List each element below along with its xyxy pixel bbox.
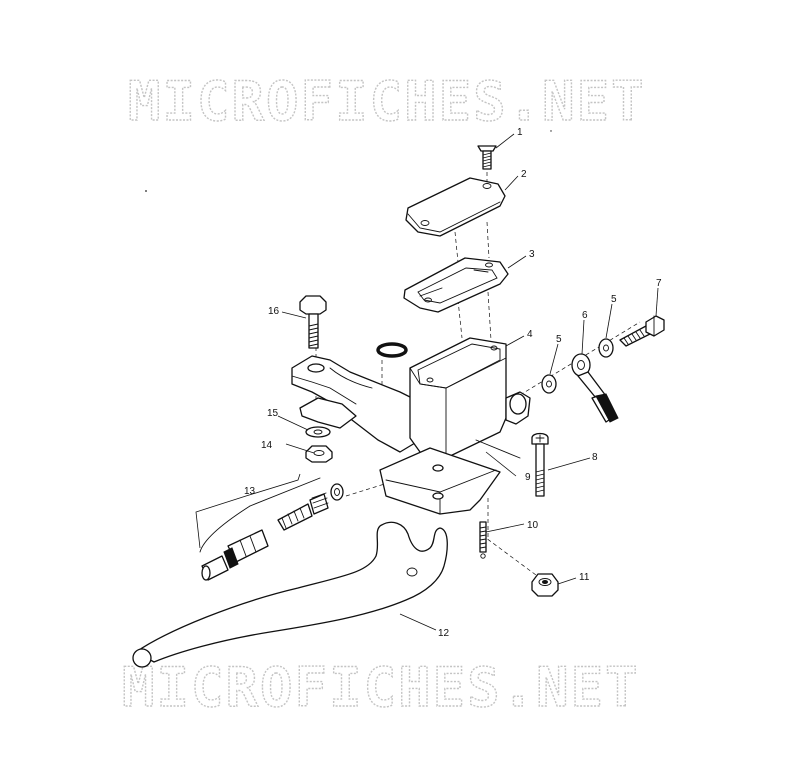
callout-3: 3: [529, 249, 535, 260]
part-1-screw: [477, 145, 497, 170]
clamp-body: [291, 355, 421, 453]
o-ring: [376, 342, 408, 358]
part-12-lever: [132, 521, 448, 668]
part-10-pin: [479, 521, 487, 559]
callout-2: 2: [521, 169, 527, 180]
watermark-bottom: MICROFICHES.NET: [122, 656, 640, 719]
part-7-banjo-bolt: [619, 315, 665, 347]
part-5-washer-left: [541, 374, 557, 394]
callout-16: 16: [268, 306, 280, 317]
leader-lines: [277, 133, 659, 631]
callout-8: 8: [592, 452, 598, 463]
part-2-cover: [405, 177, 506, 237]
callout-14: 14: [261, 440, 273, 451]
part-16-bolt: [299, 295, 327, 349]
callouts: 1 2 3 4 5 6 5 7 8 9 10 11 12 13 14 15 16: [244, 127, 662, 639]
part-3-gasket: [403, 257, 509, 313]
callout-13: 13: [244, 486, 256, 497]
part-15-washer: [305, 426, 331, 438]
part-5-washer-right: [598, 338, 614, 358]
callout-4: 4: [527, 329, 533, 340]
callout-11: 11: [579, 572, 590, 583]
part-4-reservoir: [409, 337, 531, 459]
part-6-banjo: [571, 353, 619, 423]
callout-5b: 5: [611, 294, 617, 305]
part-8-screw: [531, 432, 549, 497]
callout-6: 6: [582, 310, 588, 321]
part-13-bracket: [195, 473, 301, 549]
callout-12: 12: [438, 628, 450, 639]
callout-15: 15: [267, 408, 279, 419]
watermark-top: MICROFICHES.NET: [128, 70, 646, 133]
callout-9: 9: [525, 472, 531, 483]
callout-7: 7: [656, 278, 662, 289]
part-9-bracket: [379, 439, 521, 515]
scan-speck: [145, 190, 147, 192]
callout-1: 1: [517, 127, 523, 138]
part-11-nut: [531, 573, 559, 597]
callout-10: 10: [527, 520, 539, 531]
part-13-piston-assembly: [199, 477, 344, 581]
part-14-nut: [305, 445, 333, 463]
callout-5a: 5: [556, 334, 562, 345]
scan-speck: [550, 130, 552, 132]
